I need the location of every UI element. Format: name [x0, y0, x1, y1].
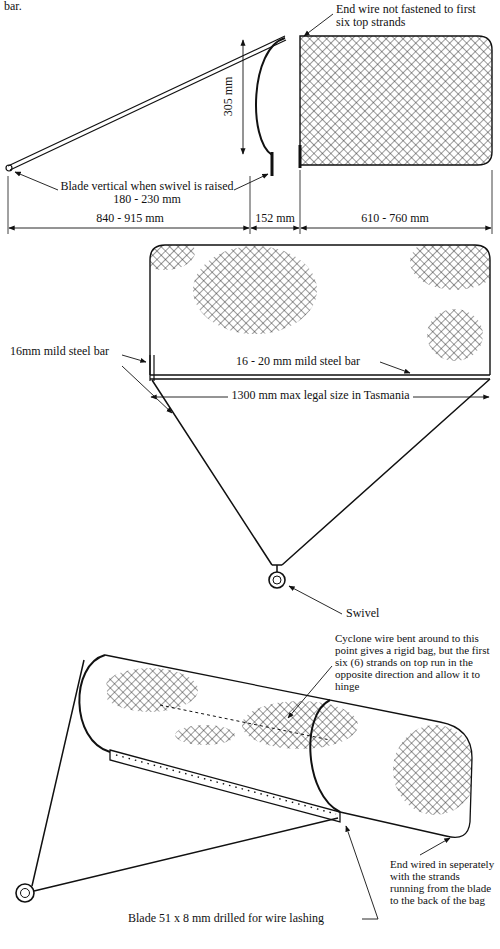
- dimension-label: 305 mm: [222, 77, 235, 117]
- callout-note: Blade vertical when swivel is raised 180…: [60, 180, 234, 206]
- heading-fragment: bar.: [4, 0, 64, 13]
- side-view: [6, 14, 492, 234]
- dimension-label: 1300 mm max legal size in Tasmania: [228, 389, 413, 402]
- callout-note: End wired in seperately with the strands…: [390, 858, 496, 906]
- part-label: 16mm mild steel bar: [10, 345, 120, 358]
- dimension-label: 840 - 915 mm: [93, 212, 167, 225]
- part-label: 16 - 20 mm mild steel bar: [236, 355, 366, 368]
- dimension-label: 152 mm: [252, 212, 298, 225]
- callout-note: End wire not fastened to first six top s…: [336, 3, 492, 29]
- plan-view: [122, 234, 500, 614]
- callout-note: Cyclone wire bent around to this point g…: [335, 632, 492, 692]
- part-label: Blade 51 x 8 mm drilled for wire lashing: [128, 912, 362, 925]
- part-label: Swivel: [346, 607, 406, 620]
- dimension-label: 610 - 760 mm: [358, 212, 432, 225]
